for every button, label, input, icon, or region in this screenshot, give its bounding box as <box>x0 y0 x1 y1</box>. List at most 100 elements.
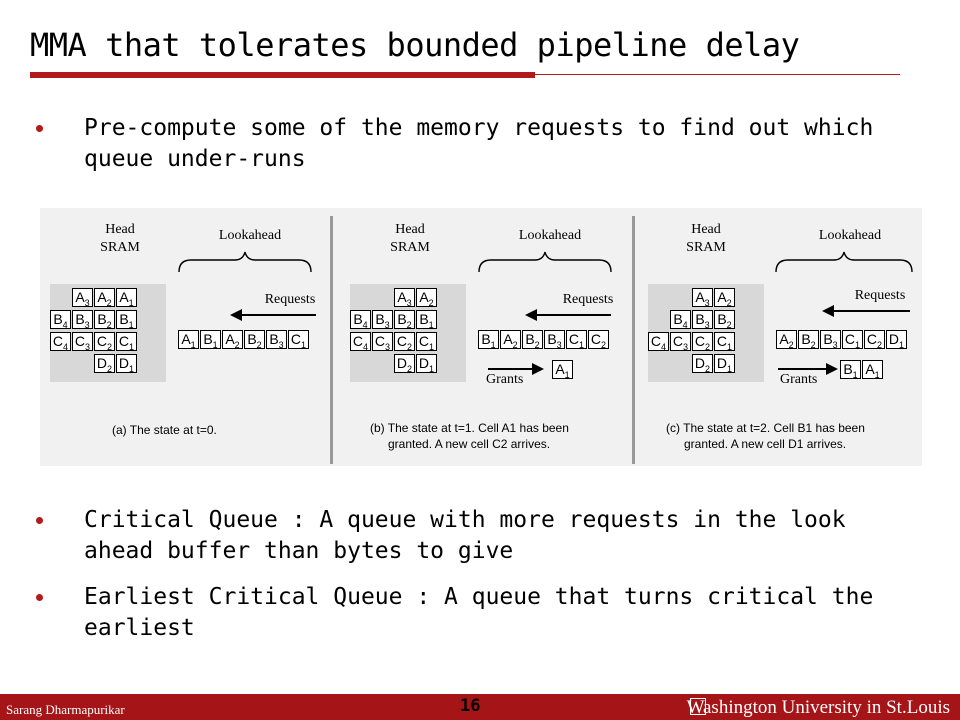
cell: B1 <box>116 310 137 330</box>
cell: B2 <box>798 330 819 350</box>
bullet-item: Pre-compute some of the memory requests … <box>36 113 916 175</box>
lookahead-label: Lookahead <box>218 228 282 243</box>
head-label: Head <box>395 222 425 237</box>
requests-label: Requests <box>562 292 614 307</box>
cell: B2 <box>244 330 265 350</box>
cell: A2 <box>776 330 797 350</box>
cell: C2 <box>94 332 115 352</box>
cell: C2 <box>394 332 415 352</box>
bullet-text: Earliest Critical Queue : A queue that t… <box>84 584 874 641</box>
cell: B4 <box>350 310 371 330</box>
lookahead-brace-icon <box>478 251 612 273</box>
sram-label: SRAM <box>100 240 140 255</box>
cell: A2 <box>94 288 115 308</box>
cell: A1 <box>116 288 137 308</box>
grants-label: Grants <box>780 372 818 387</box>
figure-panel-a: Head SRAM Lookahead Requests (a) The sta… <box>40 208 330 466</box>
panel-caption: granted. A new cell C2 arrives. <box>388 437 551 451</box>
panel-caption: granted. A new cell D1 arrives. <box>684 437 847 451</box>
cell: C3 <box>72 332 93 352</box>
cell: C3 <box>372 332 393 352</box>
cell: C1 <box>842 330 863 350</box>
bullet-dot-icon <box>36 594 43 601</box>
cell: C1 <box>116 332 137 352</box>
figure-panel-c: Head SRAM Lookahead Requests Grants (c) … <box>640 208 922 466</box>
grants-label: Grants <box>486 372 524 387</box>
lookahead-brace-icon <box>775 251 913 273</box>
cell: A2 <box>714 288 735 308</box>
title-underline-rule <box>535 74 900 75</box>
title-underline-accent <box>30 72 535 78</box>
author-name: Sarang Dharmapurikar <box>6 702 125 717</box>
cell: D1 <box>416 354 437 374</box>
cell: A3 <box>72 288 93 308</box>
cell: B2 <box>394 310 415 330</box>
head-label: Head <box>691 222 721 237</box>
grants-arrow-icon <box>488 363 544 375</box>
cell: A1 <box>862 360 883 380</box>
page-number: 16 <box>460 696 481 716</box>
cell: B1 <box>200 330 221 350</box>
panel-caption: (c) The state at t=2. Cell B1 has been <box>666 421 865 435</box>
cell: B1 <box>840 360 861 380</box>
panel-caption: (a) The state at t=0. <box>112 423 217 437</box>
cell: B3 <box>820 330 841 350</box>
cell: B3 <box>266 330 287 350</box>
cell: B4 <box>50 310 71 330</box>
cell: D2 <box>692 354 713 374</box>
requests-arrow-icon <box>525 309 611 321</box>
lookahead-label: Lookahead <box>818 228 882 243</box>
cell: C1 <box>288 330 309 350</box>
bullet-item: Critical Queue : A queue with more reque… <box>36 505 916 567</box>
sram-label: SRAM <box>686 240 726 255</box>
panel-divider <box>330 216 333 464</box>
cell: B4 <box>670 310 691 330</box>
cell: A1 <box>178 330 199 350</box>
cell: D1 <box>116 354 137 374</box>
cell: A1 <box>552 360 573 380</box>
cell: A2 <box>222 330 243 350</box>
footer-bar: Sarang Dharmapurikar Washington Universi… <box>0 694 960 720</box>
bullet-dot-icon <box>36 125 43 132</box>
cell: C4 <box>350 332 371 352</box>
cell: B1 <box>416 310 437 330</box>
cell: D2 <box>94 354 115 374</box>
cell: C4 <box>648 332 669 352</box>
panel-caption: (b) The state at t=1. Cell A1 has been <box>370 421 569 435</box>
university-shield-icon <box>690 698 706 715</box>
figure-panel-b: Head SRAM Lookahead Requests Grants (b) … <box>340 208 630 466</box>
cell: B3 <box>72 310 93 330</box>
requests-label: Requests <box>264 292 316 307</box>
cell: D1 <box>714 354 735 374</box>
cell: B3 <box>544 330 565 350</box>
bullet-text: Pre-compute some of the memory requests … <box>84 115 874 172</box>
cell: C1 <box>416 332 437 352</box>
cell: C3 <box>670 332 691 352</box>
requests-label: Requests <box>854 288 906 303</box>
panel-divider <box>632 216 635 464</box>
bullet-text: Critical Queue : A queue with more reque… <box>84 507 846 564</box>
cell: C1 <box>566 330 587 350</box>
cell: D1 <box>886 330 907 350</box>
cell: C2 <box>692 332 713 352</box>
cell: B2 <box>714 310 735 330</box>
lookahead-label: Lookahead <box>518 228 582 243</box>
grants-arrow-icon <box>778 363 838 375</box>
requests-arrow-icon <box>822 305 910 317</box>
cell: C4 <box>50 332 71 352</box>
cell: B1 <box>478 330 499 350</box>
bullet-dot-icon <box>36 517 43 524</box>
cell: A3 <box>394 288 415 308</box>
bullet-item: Earliest Critical Queue : A queue that t… <box>36 582 916 644</box>
cell: B2 <box>94 310 115 330</box>
cell: A3 <box>692 288 713 308</box>
cell: A2 <box>416 288 437 308</box>
cell: B2 <box>522 330 543 350</box>
cell: C1 <box>714 332 735 352</box>
cell: C2 <box>864 330 885 350</box>
slide-title: MMA that tolerates bounded pipeline dela… <box>30 26 800 64</box>
cell: B3 <box>692 310 713 330</box>
lookahead-figure: Head SRAM Lookahead Requests (a) The sta… <box>40 208 922 466</box>
sram-label: SRAM <box>390 240 430 255</box>
lookahead-brace-icon <box>178 251 312 273</box>
